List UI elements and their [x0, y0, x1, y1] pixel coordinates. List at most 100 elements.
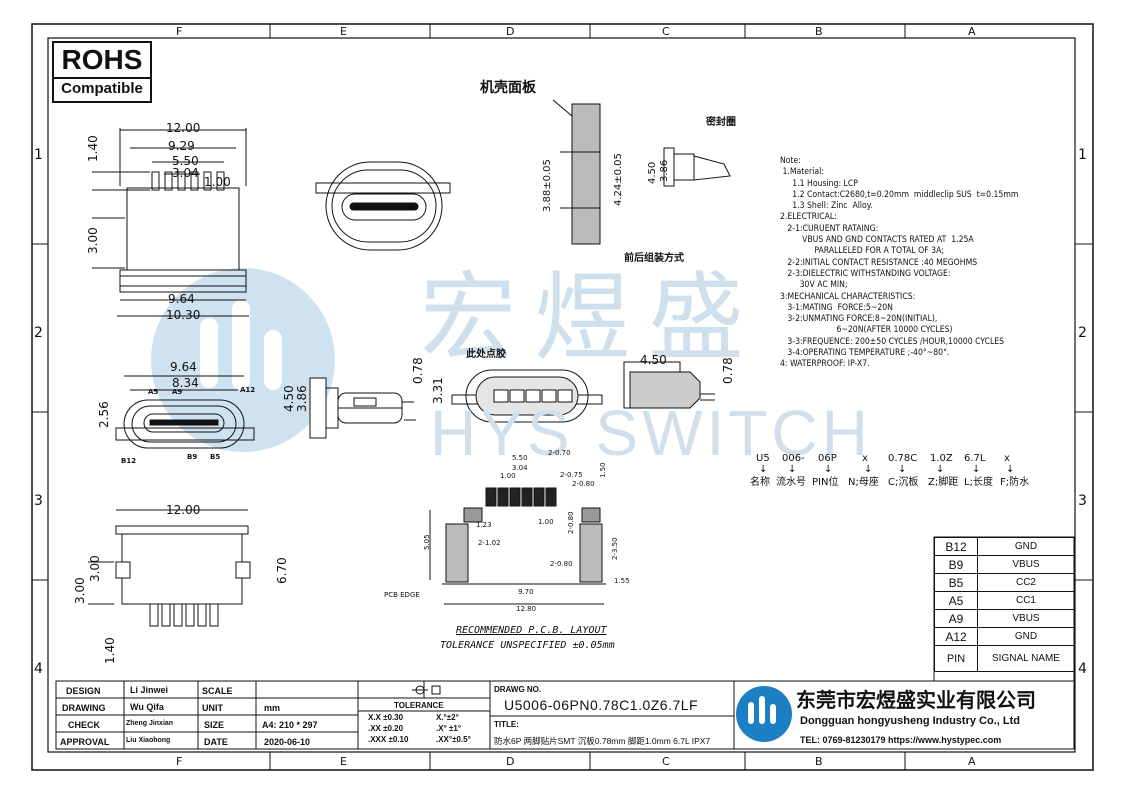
top-dim-5: 1.00	[204, 175, 231, 189]
zone-letter-a-bottom: A	[968, 755, 976, 768]
front-label-b5: B5	[210, 453, 221, 461]
company-en: Dongguan hongyusheng Industry Co., Ltd	[800, 715, 1020, 727]
panel-dim-3: 4.50	[647, 161, 658, 184]
pcb-dim-3: 1.00	[500, 472, 516, 480]
front-dim-2: 8.34	[172, 376, 199, 390]
section-dim-1: 4.50	[640, 353, 667, 367]
meaning-6: L;长度	[964, 477, 993, 488]
zone-number-1: 1	[34, 147, 43, 163]
code-4: 0.78C	[888, 453, 918, 464]
pcb-dim-12: 2-1.02	[478, 539, 501, 547]
company-contact: TEL: 0769-81230179 https://www.hystypec.…	[800, 735, 1002, 745]
zone-letter-f-bottom: F	[176, 755, 183, 768]
bottom-dim-4: 6.70	[275, 557, 289, 584]
zone-letter-c: C	[662, 25, 670, 38]
company-cn: 东莞市宏煜盛实业有限公司	[796, 690, 1036, 712]
front-dim-3: 2.56	[97, 401, 111, 428]
approval-label: APPROVAL	[60, 737, 110, 747]
zone-letter-b: B	[815, 25, 823, 38]
glue-label: 此处点胶	[466, 349, 506, 360]
pcb-subtitle: TOLERANCE UNSPECIFIED ±0.05mm	[440, 640, 615, 651]
check-name: Zheng Jinxian	[126, 720, 174, 727]
section-view-drawing	[623, 361, 715, 409]
zone-letter-e: E	[340, 25, 347, 38]
bottom-dim-2: 3.00	[73, 577, 87, 604]
front-label-b12: B12	[121, 457, 137, 465]
front-label-a9: A9	[172, 388, 183, 396]
meaning-4: C;沉板	[888, 477, 919, 488]
pcb-layout-drawing	[429, 487, 606, 605]
code-5: 1.0Z	[930, 453, 953, 464]
glue-view-drawing	[451, 369, 603, 423]
side-dim-1: 4.50	[282, 385, 296, 412]
scale-label: SCALE	[202, 686, 233, 696]
panel-view-drawing	[552, 99, 731, 245]
drawing-name: Wu Qifa	[130, 702, 164, 712]
rohs-title: ROHS	[54, 43, 150, 79]
zone-number-4: 4	[34, 661, 43, 677]
bottom-dim-5: 1.40	[103, 637, 117, 664]
rohs-subtitle: Compatible	[61, 80, 143, 97]
zone-letter-c-bottom: C	[662, 755, 670, 768]
front-label-a5: A5	[148, 388, 159, 396]
pcb-dim-9: 1.00	[538, 518, 554, 526]
pcb-dim-10: 2-0.80	[567, 511, 575, 534]
design-label: DESIGN	[66, 686, 101, 696]
panel-dim-4: 3.86	[659, 159, 670, 182]
title-label: TITLE:	[494, 720, 519, 729]
section-dim-2: 0.78	[721, 357, 735, 384]
pcb-dim-14: 2-0.80	[550, 560, 573, 568]
approval-name: Liu Xiaohong	[126, 737, 171, 744]
code-2: 06P	[818, 453, 837, 464]
top-view-drawing	[92, 128, 249, 317]
pcb-title: RECOMMENDED P.C.B. LAYOUT	[456, 625, 607, 636]
check-label: CHECK	[68, 720, 101, 730]
pcb-dim-13: 2-3.50	[611, 537, 619, 560]
code-1: 006-	[782, 453, 805, 464]
design-name: Li Jinwei	[130, 685, 169, 695]
title-value: 防水6P 两脚贴片SMT 沉板0.78mm 脚距1.0mm 6.7L IPX7	[494, 736, 711, 746]
unit-label: UNIT	[202, 703, 223, 713]
date-label: DATE	[204, 737, 228, 747]
side-dim-3: 0.78	[411, 357, 425, 384]
pcb-dim-11: 5.05	[423, 534, 431, 550]
meaning-2: PIN位	[812, 477, 839, 488]
bottom-dim-1: 12.00	[166, 503, 201, 517]
zone-letter-b-bottom: B	[815, 755, 823, 768]
front-label-a12: A12	[240, 386, 256, 394]
meaning-5: Z;脚距	[928, 477, 959, 488]
front-view-drawing	[315, 161, 451, 251]
panel-dim-2: 4.24±0.05	[613, 153, 624, 206]
top-dim-2: 9.29	[168, 139, 195, 153]
pcb-dim-17: 12.80	[516, 605, 537, 613]
pcb-dim-2: 2-0.70	[548, 449, 571, 457]
top-dim-3: 5.50	[172, 154, 199, 168]
front-view-2-drawing	[115, 375, 255, 449]
top-dim-8: 9.64	[168, 292, 195, 306]
size-label: SIZE	[204, 720, 225, 730]
panel-assembly-label: 前后组装方式	[624, 253, 684, 264]
zone-number-2-right: 2	[1078, 325, 1087, 341]
panel-label: 机壳面板	[480, 80, 536, 96]
title-logo-icon	[736, 686, 792, 742]
top-dim-9: 10.30	[166, 308, 201, 322]
zone-number-2: 2	[34, 325, 43, 341]
drawing-no: U5006-06PN0.78C1.0Z6.7LF	[504, 697, 699, 713]
pcb-dim-4: 2-0.75	[560, 471, 583, 479]
rohs-badge: ROHS Compatible	[52, 41, 152, 103]
drawing-label: DRAWING	[62, 703, 106, 713]
zone-letter-f: F	[176, 25, 183, 38]
zone-letter-a: A	[968, 25, 976, 38]
meaning-3: N;母座	[848, 477, 879, 488]
zone-number-1-right: 1	[1078, 147, 1087, 163]
side-dim-2: 3.86	[295, 385, 309, 412]
zone-number-4-right: 4	[1078, 661, 1087, 677]
top-dim-1: 12.00	[166, 121, 201, 135]
top-dim-6: 1.40	[86, 135, 100, 162]
zone-letter-e-bottom: E	[340, 755, 347, 768]
pcb-dim-7: 2-0.80	[572, 480, 595, 488]
